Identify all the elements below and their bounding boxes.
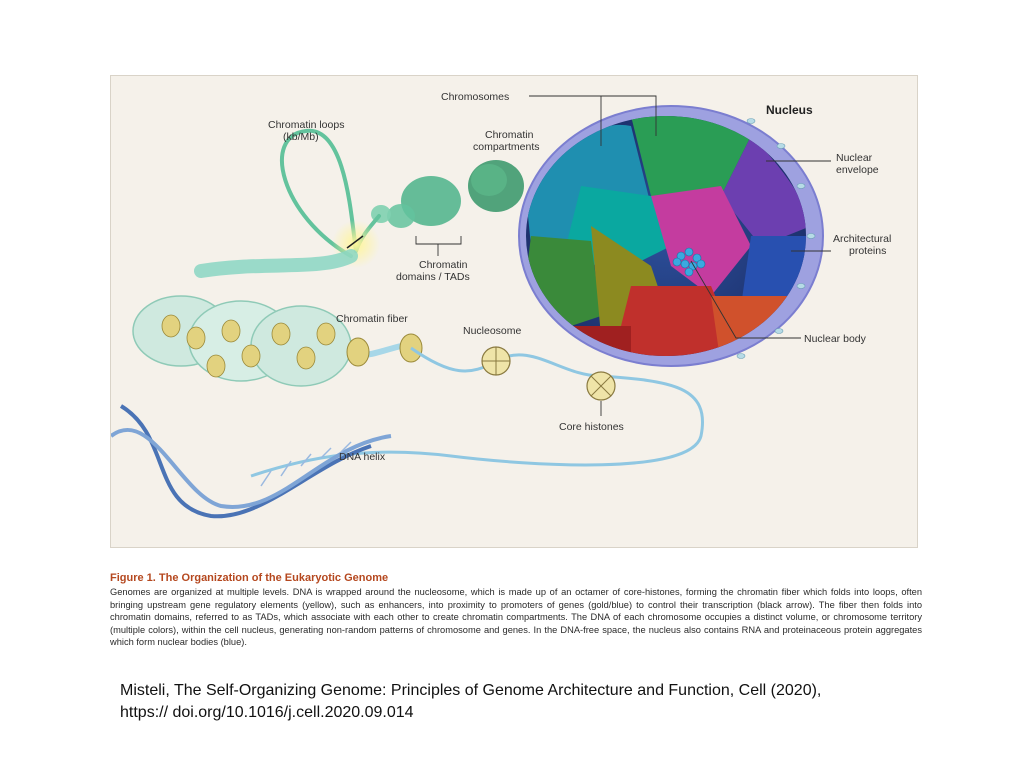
chromatin-compartments-blob bbox=[468, 160, 524, 212]
label-chromatin-compartments-2: compartments bbox=[473, 141, 540, 153]
leader-lines bbox=[415, 95, 831, 416]
label-chromatin-domains: Chromatin bbox=[419, 259, 468, 271]
label-chromosomes: Chromosomes bbox=[441, 91, 509, 103]
figure-panel: Chromosomes Nucleus Chromatin loops (kb/… bbox=[110, 75, 918, 548]
label-nucleosome: Nucleosome bbox=[463, 325, 522, 337]
citation-line-1: Misteli, The Self-Organizing Genome: Pri… bbox=[120, 682, 822, 699]
nucleus bbox=[518, 105, 824, 367]
caption-body: Genomes are organized at multiple levels… bbox=[110, 587, 922, 648]
figure-caption: Figure 1. The Organization of the Eukary… bbox=[110, 572, 922, 649]
label-chromatin-fiber: Chromatin fiber bbox=[336, 313, 408, 325]
citation: Misteli, The Self-Organizing Genome: Pri… bbox=[120, 680, 1000, 724]
dna-helix bbox=[111, 404, 392, 519]
label-core-histones: Core histones bbox=[559, 421, 624, 433]
nucleosome-icon bbox=[481, 346, 511, 376]
label-chromatin-loops: Chromatin loops bbox=[268, 119, 344, 131]
nuclear-body bbox=[672, 247, 706, 277]
label-chromatin-domains-2: domains / TADs bbox=[396, 271, 470, 283]
caption-title: Figure 1. The Organization of the Eukary… bbox=[110, 572, 389, 584]
label-architectural-proteins: Architectural bbox=[833, 233, 891, 245]
chromatin-fiber bbox=[132, 249, 423, 387]
label-chromatin-loops-unit: (kb/Mb) bbox=[283, 131, 319, 143]
label-architectural-proteins-2: proteins bbox=[849, 245, 886, 257]
label-nuclear-envelope-2: envelope bbox=[836, 164, 879, 176]
citation-doi-link[interactable]: https:// doi.org/10.1016/j.cell.2020.09.… bbox=[120, 704, 414, 721]
genome-organization-diagram: Chromosomes Nucleus Chromatin loops (kb/… bbox=[111, 91, 891, 519]
label-nuclear-body: Nuclear body bbox=[804, 333, 867, 345]
label-nucleus: Nucleus bbox=[766, 103, 813, 117]
label-chromatin-compartments: Chromatin bbox=[485, 129, 534, 141]
label-dna-helix: DNA helix bbox=[339, 451, 386, 463]
architectural-protein-dots bbox=[736, 118, 816, 359]
label-nuclear-envelope: Nuclear bbox=[836, 152, 873, 164]
core-histones-icon bbox=[586, 371, 616, 401]
chromatin-domains-blob bbox=[371, 176, 461, 228]
transcription-arrow-icon bbox=[346, 235, 364, 249]
